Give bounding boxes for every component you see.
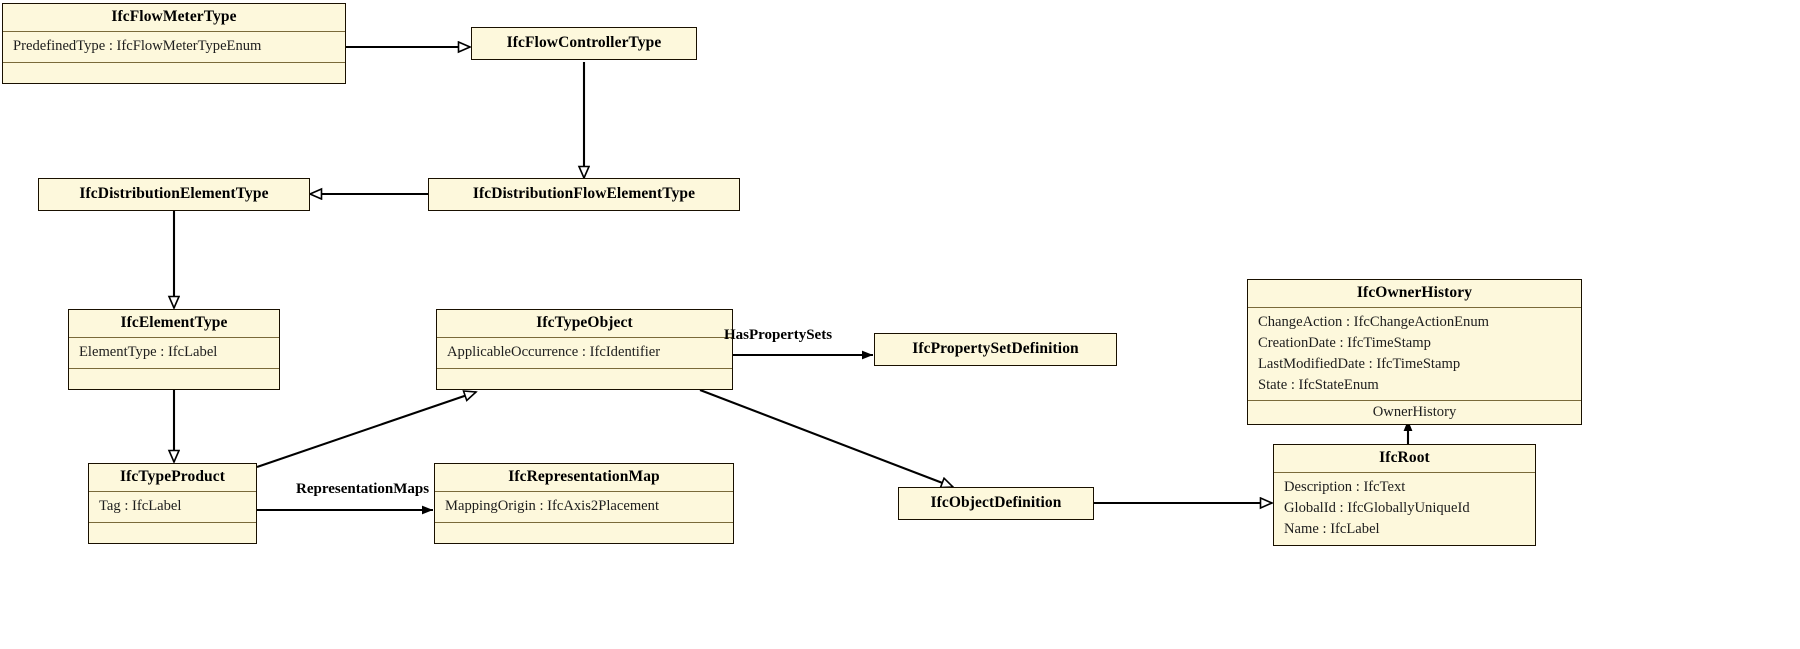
operation-compartment	[435, 523, 733, 543]
class-ifc-root[interactable]: IfcRoot Description : IfcText GlobalId :…	[1273, 444, 1536, 546]
class-name: IfcElementType	[120, 314, 228, 331]
compartment-divider	[89, 521, 256, 523]
edge-label-has-property-sets: HasPropertySets	[724, 327, 833, 343]
compartment-divider	[3, 61, 345, 63]
attribute-row: ApplicableOccurrence : IfcIdentifier	[447, 344, 661, 360]
class-ifc-flow-meter-type[interactable]: IfcFlowMeterType PredefinedType : IfcFlo…	[2, 3, 346, 84]
compartment-divider	[3, 31, 345, 32]
compartment-divider	[69, 367, 279, 369]
attribute-row: GlobalId : IfcGloballyUniqueId	[1284, 499, 1470, 516]
attribute-row: Name : IfcLabel	[1284, 520, 1380, 537]
compartment-divider	[69, 337, 279, 338]
class-ifc-owner-history[interactable]: IfcOwnerHistory ChangeAction : IfcChange…	[1247, 279, 1582, 426]
compartment-divider	[437, 337, 732, 338]
class-name: IfcTypeProduct	[119, 468, 225, 485]
attribute-compartment: Description : IfcText GlobalId : IfcGlob…	[1274, 473, 1535, 545]
operation-compartment	[437, 369, 732, 389]
class-name: IfcOwnerHistory	[1356, 284, 1473, 301]
attribute-compartment: ElementType : IfcLabel	[69, 338, 279, 368]
operation-compartment	[3, 63, 345, 83]
class-name: IfcPropertySetDefinition	[912, 340, 1079, 357]
edge-typeproduct-to-typeobject	[256, 392, 476, 468]
class-name: IfcRoot	[1379, 449, 1430, 466]
attribute-compartment: PredefinedType : IfcFlowMeterTypeEnum	[3, 32, 345, 62]
class-name: IfcTypeObject	[536, 314, 633, 331]
class-ifc-object-definition[interactable]: IfcObjectDefinition	[898, 487, 1094, 520]
class-ifc-flow-controller-type[interactable]: IfcFlowControllerType	[471, 27, 697, 60]
attribute-compartment: MappingOrigin : IfcAxis2Placement	[435, 492, 733, 522]
class-name: IfcFlowControllerType	[506, 34, 662, 51]
attribute-row: Description : IfcText	[1284, 479, 1406, 495]
class-ifc-representation-map[interactable]: IfcRepresentationMap MappingOrigin : Ifc…	[434, 463, 734, 544]
compartment-divider	[89, 491, 256, 492]
class-name: IfcRepresentationMap	[508, 468, 660, 485]
class-ifc-distribution-element-type[interactable]: IfcDistributionElementType	[38, 178, 310, 211]
attribute-row: State : IfcStateEnum	[1258, 376, 1379, 393]
class-name: IfcDistributionElementType	[79, 185, 269, 202]
operation-compartment	[69, 369, 279, 389]
compartment-divider	[435, 521, 733, 523]
class-ifc-type-object[interactable]: IfcTypeObject ApplicableOccurrence : Ifc…	[436, 309, 733, 390]
attribute-row: Tag : IfcLabel	[99, 498, 182, 514]
compartment-divider	[437, 367, 732, 369]
operation-compartment: OwnerHistory	[1372, 404, 1457, 421]
class-name: IfcObjectDefinition	[930, 494, 1062, 511]
class-ifc-property-set-definition[interactable]: IfcPropertySetDefinition	[874, 333, 1117, 366]
attribute-compartment: ChangeAction : IfcChangeActionEnum Creat…	[1248, 308, 1581, 400]
class-ifc-element-type[interactable]: IfcElementType ElementType : IfcLabel	[68, 309, 280, 390]
operation-compartment	[89, 523, 256, 543]
compartment-divider	[1248, 400, 1581, 402]
attribute-row: ElementType : IfcLabel	[79, 344, 218, 360]
attribute-row: ChangeAction : IfcChangeActionEnum	[1258, 314, 1490, 330]
attribute-row: PredefinedType : IfcFlowMeterTypeEnum	[13, 38, 262, 54]
compartment-divider	[435, 491, 733, 492]
class-name: IfcDistributionFlowElementType	[472, 185, 696, 202]
attribute-row: LastModifiedDate : IfcTimeStamp	[1258, 355, 1461, 372]
edge-label-representation-maps: RepresentationMaps	[296, 481, 430, 497]
compartment-divider	[1274, 472, 1535, 473]
class-ifc-type-product[interactable]: IfcTypeProduct Tag : IfcLabel	[88, 463, 257, 544]
attribute-row: CreationDate : IfcTimeStamp	[1258, 334, 1431, 351]
compartment-divider	[1248, 307, 1581, 308]
class-name: IfcFlowMeterType	[111, 8, 237, 25]
attribute-compartment: ApplicableOccurrence : IfcIdentifier	[437, 338, 732, 368]
edge-typeobject-to-objectdefinition	[699, 389, 953, 487]
attribute-row: MappingOrigin : IfcAxis2Placement	[445, 498, 659, 514]
class-ifc-distribution-flow-element-type[interactable]: IfcDistributionFlowElementType	[428, 178, 740, 211]
attribute-compartment: Tag : IfcLabel	[89, 492, 256, 522]
